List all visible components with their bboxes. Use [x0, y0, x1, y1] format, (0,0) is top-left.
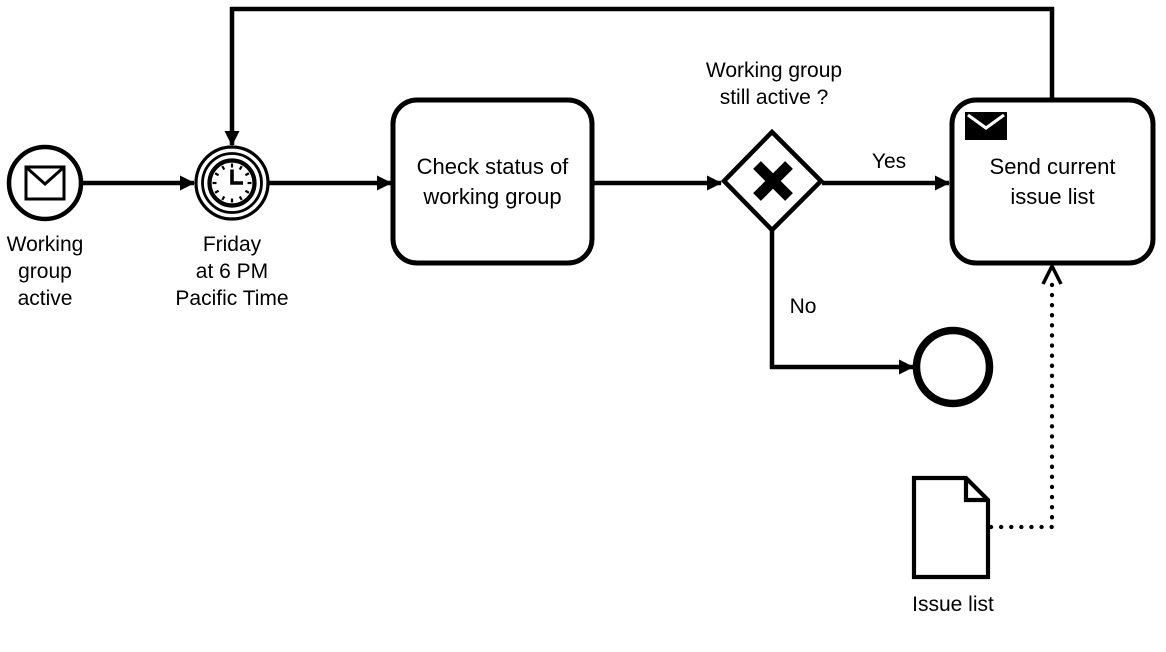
start-event-label: Working group active	[6, 233, 84, 310]
x-marker-icon	[753, 161, 793, 201]
gateway-question-label: Working group still active ?	[705, 59, 843, 109]
no-flow-label: No	[789, 295, 817, 318]
issue-list-data-object	[911, 475, 991, 580]
start-event	[6, 144, 84, 222]
timer-event-label: Friday at 6 PM Pacific Time	[175, 233, 289, 310]
envelope-icon	[24, 165, 66, 201]
yes-flow-label: Yes	[871, 150, 907, 173]
timer-event	[194, 145, 270, 221]
task-send-issue-list	[949, 97, 1156, 266]
end-event	[912, 326, 994, 408]
end-event-circle	[912, 326, 994, 408]
task-check-status-label: Check status of working group	[416, 153, 569, 209]
task-send-issue-list-label: Send current issue list	[989, 153, 1116, 209]
filled-envelope-icon	[965, 112, 1007, 140]
clock-icon	[207, 158, 257, 208]
data-association-flow	[988, 262, 1063, 530]
document-icon	[911, 475, 991, 580]
loop-flow-send-task-to-timer	[224, 6, 1055, 146]
exclusive-gateway	[720, 128, 825, 234]
issue-list-label: Issue list	[912, 593, 994, 616]
task-check-status	[390, 97, 595, 266]
sequence-flow-no-to-end-event	[769, 231, 914, 375]
